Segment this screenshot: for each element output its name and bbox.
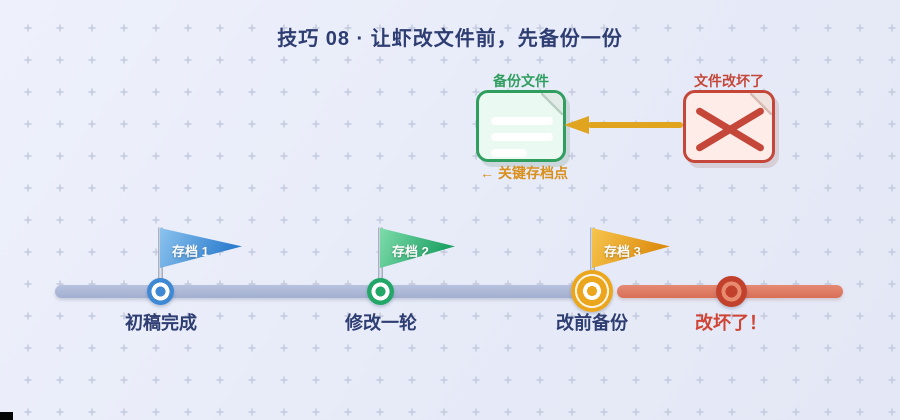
timeline-node-2 — [367, 278, 394, 305]
backup-file-card — [476, 90, 566, 162]
broken-card-label: 文件改坏了 — [694, 73, 764, 89]
timeline-node-3-bullseye — [571, 270, 613, 312]
backup-card-label: 备份文件 — [493, 73, 549, 89]
page-fold-icon — [541, 93, 563, 115]
milestone-label-3: 改前备份 — [556, 313, 628, 333]
document-text-line — [491, 117, 553, 125]
corner-artifact — [0, 412, 13, 420]
flag-label: 存档 1 — [172, 244, 209, 259]
milestone-label-1: 初稿完成 — [125, 313, 197, 333]
timeline-node-1 — [147, 278, 174, 305]
key-savepoint-caption: ← 关键存档点 — [480, 165, 568, 181]
milestone-label-4: 改坏了！ — [695, 313, 767, 333]
timeline-bar — [55, 285, 611, 298]
timeline-node-4 — [716, 276, 747, 307]
restore-arrow-line — [588, 122, 683, 128]
document-text-line — [491, 149, 527, 157]
page-title: 技巧 08 · 让虾改文件前，先备份一份 — [277, 28, 623, 50]
flag-label: 存档 2 — [392, 244, 429, 259]
milestone-label-2: 修改一轮 — [345, 313, 417, 333]
broken-file-card — [683, 90, 775, 163]
restore-arrow-head-icon — [564, 116, 589, 134]
flag-label: 存档 3 — [604, 244, 641, 259]
document-text-line — [491, 133, 553, 141]
